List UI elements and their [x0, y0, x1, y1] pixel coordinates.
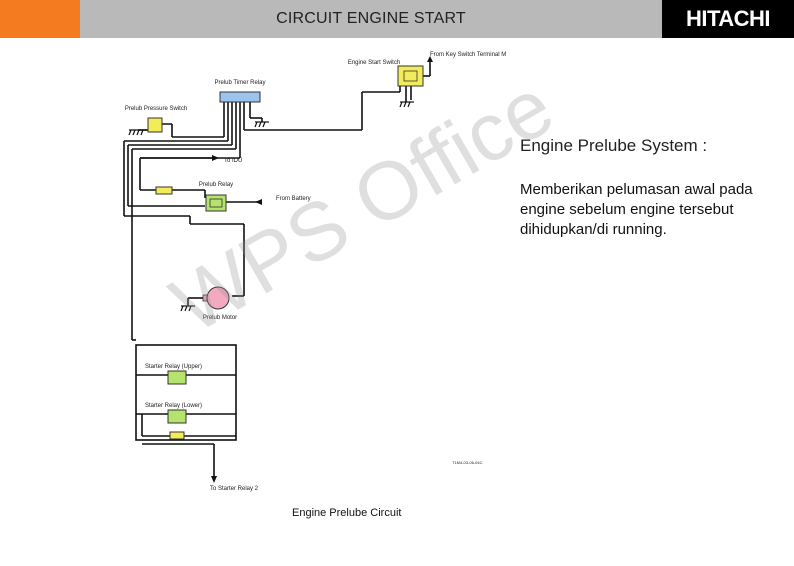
prelub-diode: [155, 186, 173, 195]
label-prelub-pressure-switch: Prelub Pressure Switch: [125, 106, 187, 112]
label-starter-relay-upper: Starter Relay (Upper): [145, 364, 202, 370]
label-from-key-switch: From Key Switch Terminal M: [430, 52, 506, 58]
logo-box: [662, 0, 794, 38]
section-heading: Engine Prelube System :: [520, 136, 708, 155]
page-title: CIRCUIT ENGINE START: [276, 10, 466, 27]
prelub-relay: [205, 194, 227, 212]
header-bar: [80, 0, 662, 38]
label-prelub-motor: Prelub Motor: [203, 315, 237, 321]
diagram-caption: Engine Prelube Circuit: [292, 507, 402, 519]
section-description: Memberikan pelumasan awal pada engine se…: [520, 181, 753, 238]
prelube-circuit-diagram: Prelub Timer Relay Prelub Pressure Switc…: [123, 52, 506, 492]
label-engine-start-switch: Engine Start Switch: [348, 60, 400, 66]
label-starter-relay-lower: Starter Relay (Lower): [145, 403, 202, 409]
label-prelub-relay: Prelub Relay: [199, 182, 233, 188]
label-diagram-code: T1M4-03-06-04C: [452, 460, 483, 465]
starter-relay-lower: [167, 409, 187, 424]
label-to-idu: To IDU: [224, 158, 242, 164]
starter-relay-upper: [167, 370, 187, 385]
label-from-battery: From Battery: [276, 196, 311, 202]
prelub-pressure-switch: [147, 117, 163, 133]
hitachi-logo: HITACHI: [685, 6, 771, 31]
starter-diode: [169, 431, 185, 440]
prelub-timer-relay: [219, 91, 261, 103]
label-prelub-timer-relay: Prelub Timer Relay: [214, 80, 265, 86]
header-accent: [0, 0, 80, 38]
engine-start-switch: [397, 65, 424, 87]
label-to-starter-relay: To Starter Relay 2: [210, 486, 259, 492]
